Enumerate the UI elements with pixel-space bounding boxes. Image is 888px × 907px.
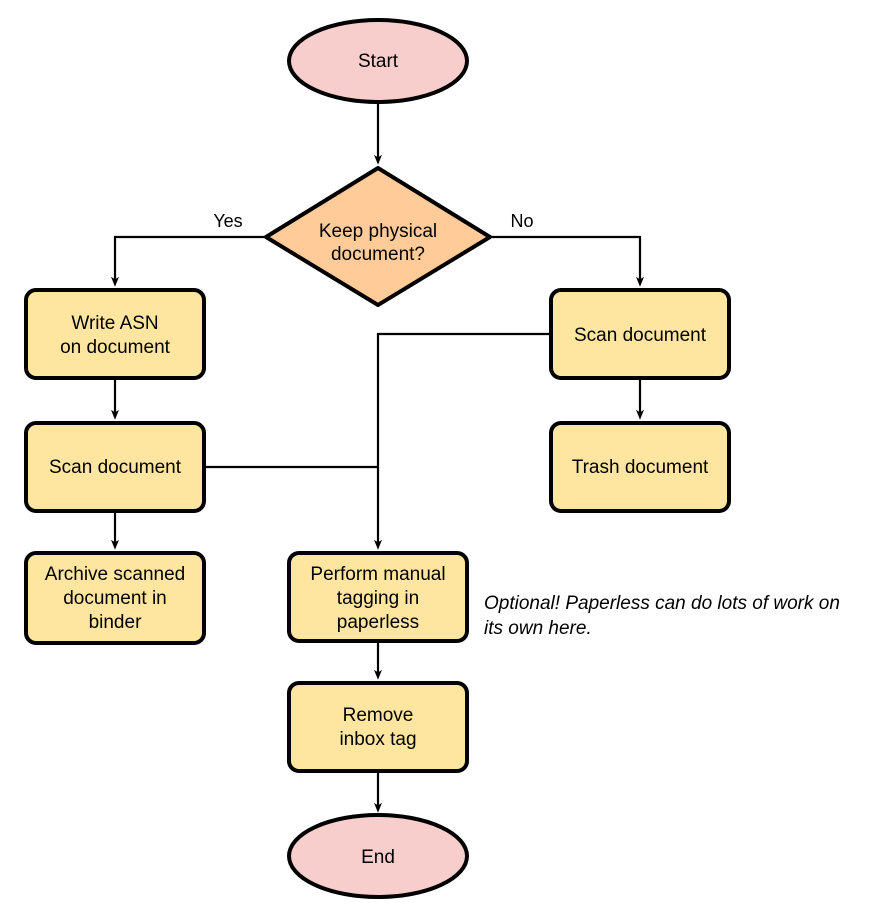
annotation-line2: its own here. <box>484 618 592 639</box>
node-scan-document-left[interactable]: Scan document <box>24 421 206 513</box>
node-archive-scanned-document[interactable]: Archive scanned document in binder <box>24 551 206 645</box>
node-tagging-label-line3: paperless <box>337 612 419 633</box>
node-scan-document-right[interactable]: Scan document <box>549 288 731 380</box>
annotation-line1: Optional! Paperless can do lots of work … <box>484 593 840 614</box>
node-write-asn[interactable]: Write ASN on document <box>24 288 206 380</box>
edge-decision-no-to-scan-right: No <box>490 211 644 287</box>
node-tagging-label-line2: tagging in <box>337 588 419 609</box>
node-perform-manual-tagging[interactable]: Perform manual tagging in paperless <box>287 551 469 643</box>
edge-scan-right-to-tagging <box>374 332 551 550</box>
node-trash-document[interactable]: Trash document <box>549 421 731 513</box>
annotation-optional-note: Optional! Paperless can do lots of work … <box>484 593 840 639</box>
node-scan-document-left-label: Scan document <box>49 457 182 478</box>
node-start-label: Start <box>358 51 399 72</box>
edge-label-no: No <box>510 211 533 231</box>
node-end-label: End <box>361 847 395 868</box>
node-decision-keep-physical-document[interactable]: Keep physical document? <box>264 166 492 307</box>
node-archive-label-line1: Archive scanned <box>45 564 185 585</box>
node-archive-label-line2: document in <box>63 588 167 609</box>
node-decision-label-line1: Keep physical <box>319 221 437 242</box>
edge-label-yes: Yes <box>213 211 242 231</box>
node-write-asn-label-line2: on document <box>60 337 171 358</box>
node-write-asn-label-line1: Write ASN <box>71 313 158 334</box>
edge-decision-yes-to-write-asn: Yes <box>111 211 266 287</box>
node-remove-tag-label-line1: Remove <box>343 705 414 726</box>
node-end[interactable]: End <box>287 813 469 899</box>
node-remove-inbox-tag[interactable]: Remove inbox tag <box>287 681 469 773</box>
node-decision-label-line2: document? <box>331 244 425 265</box>
node-tagging-label-line1: Perform manual <box>310 564 445 585</box>
node-trash-document-label: Trash document <box>572 457 709 478</box>
node-scan-document-right-label: Scan document <box>574 325 707 346</box>
node-start[interactable]: Start <box>287 18 469 104</box>
node-remove-tag-label-line2: inbox tag <box>339 729 416 750</box>
node-archive-label-line3: binder <box>89 612 142 633</box>
